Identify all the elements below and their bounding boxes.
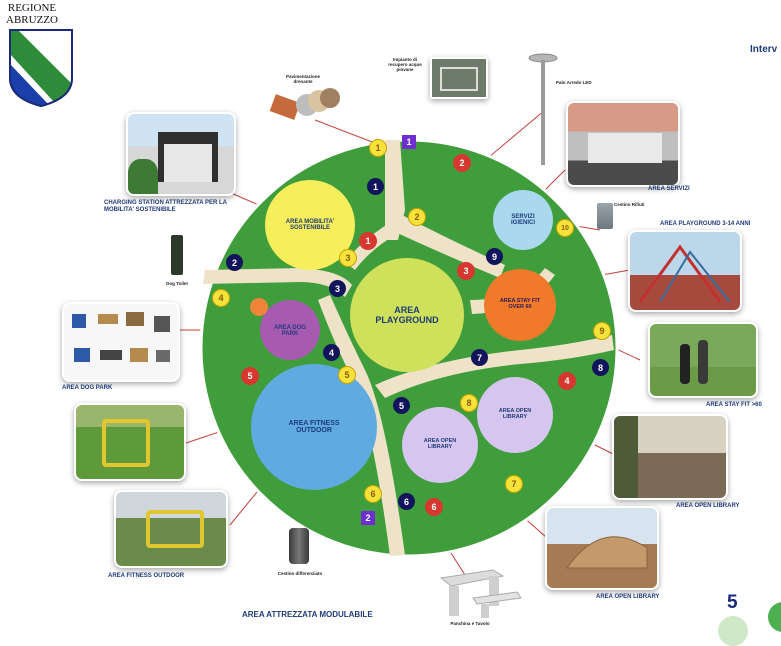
marker-navy-7: 7 (471, 349, 488, 366)
marker-square-1: 1 (402, 135, 416, 149)
fitness-label: AREA FITNESS OUTDOOR (108, 573, 185, 579)
services-photo (566, 101, 680, 187)
dog-toilet-label: Dog Toilet (166, 281, 188, 286)
marker-yellow-5: 5 (338, 366, 356, 384)
region-name: REGIONE ABRUZZO (6, 2, 58, 26)
dog-toilet-icon (171, 235, 183, 275)
open-library-photo-1 (612, 414, 728, 500)
trash-bin-label: Cestino Rifiuti (614, 202, 645, 207)
paving-image (269, 86, 344, 126)
marker-navy-8: 8 (592, 359, 609, 376)
marker-yellow-10: 10 (556, 219, 574, 237)
paving-label: Pavimentazione drenante (285, 74, 320, 84)
marker-red-3: 3 (457, 262, 475, 280)
rainwater-label: Impianto di recupero acque piovane (388, 57, 422, 72)
led-pole-label: Palo Arredo LED (556, 80, 592, 85)
marker-yellow-7: 7 (505, 475, 523, 493)
fitness-photo-2 (114, 490, 228, 568)
area-servizi-label: SERVIZI IGIENICI (510, 214, 535, 226)
bench-table-label: Panchina e Tavolo (450, 621, 490, 626)
region-shield-icon (9, 29, 73, 108)
marker-red-1: 1 (359, 232, 377, 250)
plan-title: AREA ATTREZZATA MODULABILE (242, 610, 373, 619)
marker-yellow-9: 9 (593, 322, 611, 340)
charging-station-label: CHARGING STATION ATTREZZATA PER LA MOBIL… (104, 200, 227, 213)
marker-navy-9: 9 (486, 248, 503, 265)
marker-red-2: 2 (453, 154, 471, 172)
marker-navy-1: 1 (367, 178, 384, 195)
fitness-photo-1 (74, 403, 186, 481)
recycling-bin-label: Cestino differenziato (277, 571, 323, 576)
marker-yellow-8: 8 (460, 394, 478, 412)
playground-label: AREA PLAYGROUND 3-14 ANNI (660, 221, 751, 227)
marker-yellow-6: 6 (364, 485, 382, 503)
marker-navy-2: 2 (226, 254, 243, 271)
area-dog-park-label: AREA DOG PARK (273, 325, 307, 337)
trash-bin-icon (597, 203, 613, 229)
decor-circle-2 (768, 602, 781, 632)
recycling-bin-icon (289, 528, 309, 564)
marker-square-2: 2 (361, 511, 375, 525)
marker-yellow-3: 3 (339, 249, 357, 267)
dog-park-label: AREA DOG PARK (62, 385, 113, 391)
marker-yellow-4: 4 (212, 289, 230, 307)
area-stay-fit-label: AREA STAY FIT OVER 60 (499, 298, 541, 310)
area-open-library-2-label: AREA OPEN LIBRARY (498, 408, 532, 420)
charging-station-photo (126, 112, 236, 196)
marker-red-5: 5 (241, 367, 259, 385)
page-number: 5 (727, 592, 738, 613)
stay-fit-photo (648, 322, 758, 398)
area-playground-label: AREA PLAYGROUND (375, 305, 439, 325)
stay-fit-label: AREA STAY FIT >60 (706, 402, 762, 408)
area-open-library-1-label: AREA OPEN LIBRARY (423, 438, 457, 450)
marker-yellow-2: 2 (408, 208, 426, 226)
rainwater-photo (430, 57, 488, 99)
marker-red-6: 6 (425, 498, 443, 516)
marker-navy-6: 6 (398, 493, 415, 510)
area-fitness-label: AREA FITNESS OUTDOOR (288, 420, 340, 434)
park-plan (179, 109, 641, 576)
open-library-label-1: AREA OPEN LIBRARY (676, 503, 740, 509)
area-mobilita-label: AREA MOBILITA' SOSTENIBILE (285, 219, 335, 231)
marker-yellow-1: 1 (369, 139, 387, 157)
led-pole-icon (528, 53, 558, 165)
services-label: AREA SERVIZI (648, 186, 690, 192)
open-library-photo-2 (545, 506, 659, 590)
marker-navy-3: 3 (329, 280, 346, 297)
dog-park-photo (62, 302, 180, 382)
marker-red-4: 4 (558, 372, 576, 390)
marker-navy-5: 5 (393, 397, 410, 414)
decor-circle-1 (718, 616, 748, 646)
region-logo: REGIONE ABRUZZO (6, 2, 78, 110)
marker-navy-4: 4 (323, 344, 340, 361)
bench-table-icon (439, 569, 522, 618)
top-right-text: Interv (750, 44, 778, 55)
playground-photo (628, 230, 742, 312)
open-library-label-2: AREA OPEN LIBRARY (596, 594, 660, 600)
